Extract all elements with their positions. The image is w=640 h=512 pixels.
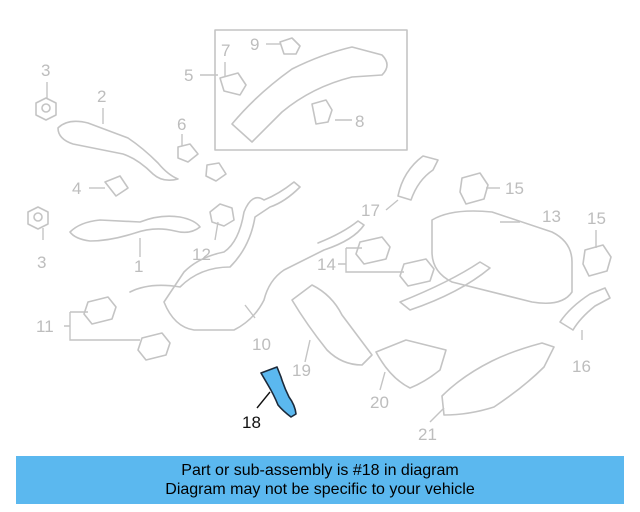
part-8-hanger xyxy=(311,99,333,125)
part-18-heat-shield xyxy=(260,366,297,418)
part-11-clamp-upper xyxy=(83,296,117,325)
part-9-gasket xyxy=(279,37,301,55)
callout-4: 4 xyxy=(72,179,81,198)
banner-line-disclaimer: Diagram may not be specific to your vehi… xyxy=(165,481,475,498)
part-14-clamp-lower xyxy=(399,258,435,287)
callout-6: 6 xyxy=(177,115,186,134)
part-1-front-pipe xyxy=(69,215,201,242)
callout-2: 2 xyxy=(97,87,106,106)
callout-18-highlighted: 18 xyxy=(242,413,261,432)
part-15-hanger-upper xyxy=(459,172,489,205)
callout-14: 14 xyxy=(317,255,336,274)
callout-7: 7 xyxy=(221,41,230,60)
part-15-hanger-lower xyxy=(582,244,612,277)
part-4-bracket xyxy=(104,175,129,197)
exhaust-parts-diagram: 3 2 3 4 5 6 7 8 9 10 11 12 13 14 15 15 1… xyxy=(27,29,612,444)
part-7-bracket xyxy=(219,72,247,96)
callout-15-lower: 15 xyxy=(587,209,606,228)
part-13-muffler xyxy=(399,210,573,311)
callout-13: 13 xyxy=(542,207,561,226)
part-5-y-pipe-assembly xyxy=(231,46,388,143)
part-3-gasket-upper xyxy=(35,97,57,121)
callout-15-upper: 15 xyxy=(505,179,524,198)
callout-20: 20 xyxy=(370,393,389,412)
callout-10: 10 xyxy=(252,335,271,354)
part-10-resonator xyxy=(129,181,365,331)
part-17-intermediate-pipe xyxy=(397,155,439,201)
part-19-heat-shield xyxy=(291,284,373,366)
part-3-gasket-lower xyxy=(27,206,49,230)
part-info-banner: Part or sub-assembly is #18 in diagram D… xyxy=(16,456,624,504)
inset-box xyxy=(214,29,408,151)
callout-8: 8 xyxy=(355,112,364,131)
part-20-heat-shield xyxy=(375,339,447,389)
banner-line-part-number: Part or sub-assembly is #18 in diagram xyxy=(181,462,459,479)
part-2-catalytic-converter xyxy=(57,120,179,181)
callout-3-lower: 3 xyxy=(37,253,46,272)
callout-19: 19 xyxy=(292,361,311,380)
callout-1: 1 xyxy=(134,257,143,276)
leader-lines xyxy=(42,43,597,423)
callout-5: 5 xyxy=(184,66,193,85)
part-21-heat-shield xyxy=(441,342,555,416)
part-16-tailpipe xyxy=(559,287,611,331)
callout-11: 11 xyxy=(36,317,54,336)
callout-12: 12 xyxy=(192,245,211,264)
callout-17: 17 xyxy=(361,201,380,220)
part-14-clamp-upper xyxy=(355,236,391,265)
part-6-gaskets xyxy=(177,143,227,182)
callout-9: 9 xyxy=(250,35,259,54)
part-11-clamp-lower xyxy=(137,332,171,361)
callout-3-upper: 3 xyxy=(41,61,50,80)
part-12-clamp xyxy=(209,203,235,227)
callout-16: 16 xyxy=(572,357,591,376)
callout-21: 21 xyxy=(418,425,437,444)
